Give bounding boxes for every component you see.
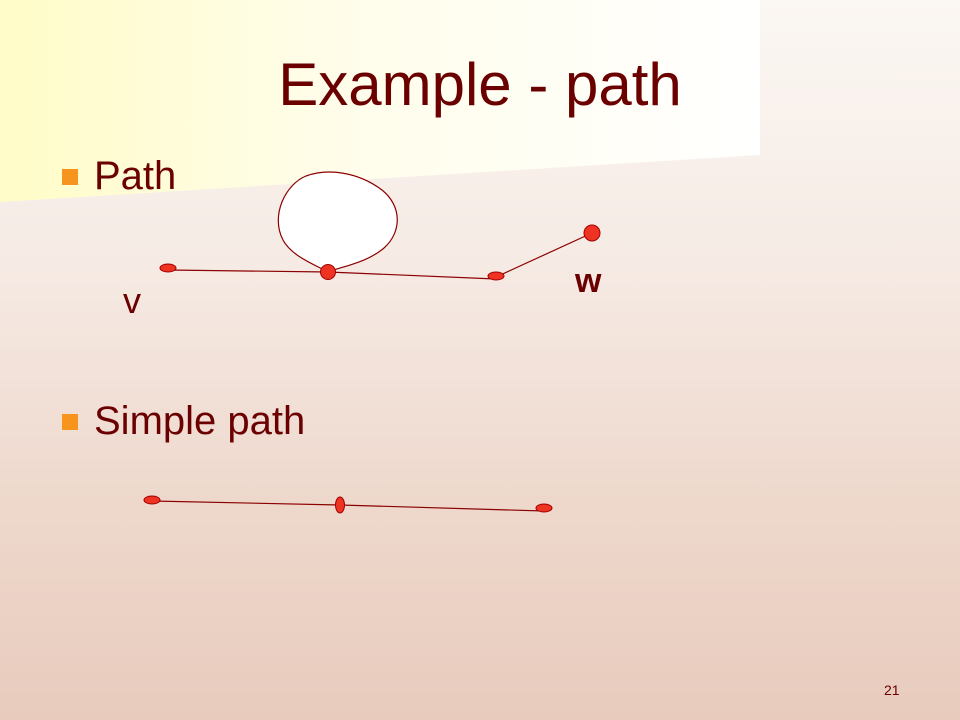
vertex-label-w: w — [575, 262, 602, 300]
vertex — [320, 264, 336, 280]
bullet-square-icon — [62, 168, 78, 185]
path-edge — [167, 269, 329, 273]
vertex-label-v: v — [123, 280, 141, 321]
path-edge — [327, 271, 497, 280]
vertex-v — [159, 263, 177, 273]
simple-path-edge — [339, 504, 545, 512]
slide-title: Example - path — [278, 51, 682, 118]
simple-path-edge — [151, 500, 341, 506]
bullet-item-path: Path — [62, 154, 176, 199]
vertex — [487, 271, 505, 281]
header-panel — [0, 0, 760, 202]
bullet-label: Simple path — [94, 399, 306, 443]
loop-edge — [277, 171, 398, 273]
vertex — [335, 496, 345, 514]
path-edge — [495, 232, 593, 278]
vertex-w — [583, 224, 601, 242]
simple-path-vertices — [143, 495, 553, 514]
vertex — [143, 495, 161, 505]
path-edges — [167, 171, 593, 280]
page-number: 21 — [884, 682, 900, 698]
bullet-label: Path — [94, 154, 177, 198]
vertex — [535, 503, 553, 513]
path-vertices — [159, 224, 601, 281]
bullet-item-simple-path: Simple path — [62, 399, 305, 444]
bullet-square-icon — [62, 413, 78, 430]
simple-path-edges — [151, 500, 545, 512]
